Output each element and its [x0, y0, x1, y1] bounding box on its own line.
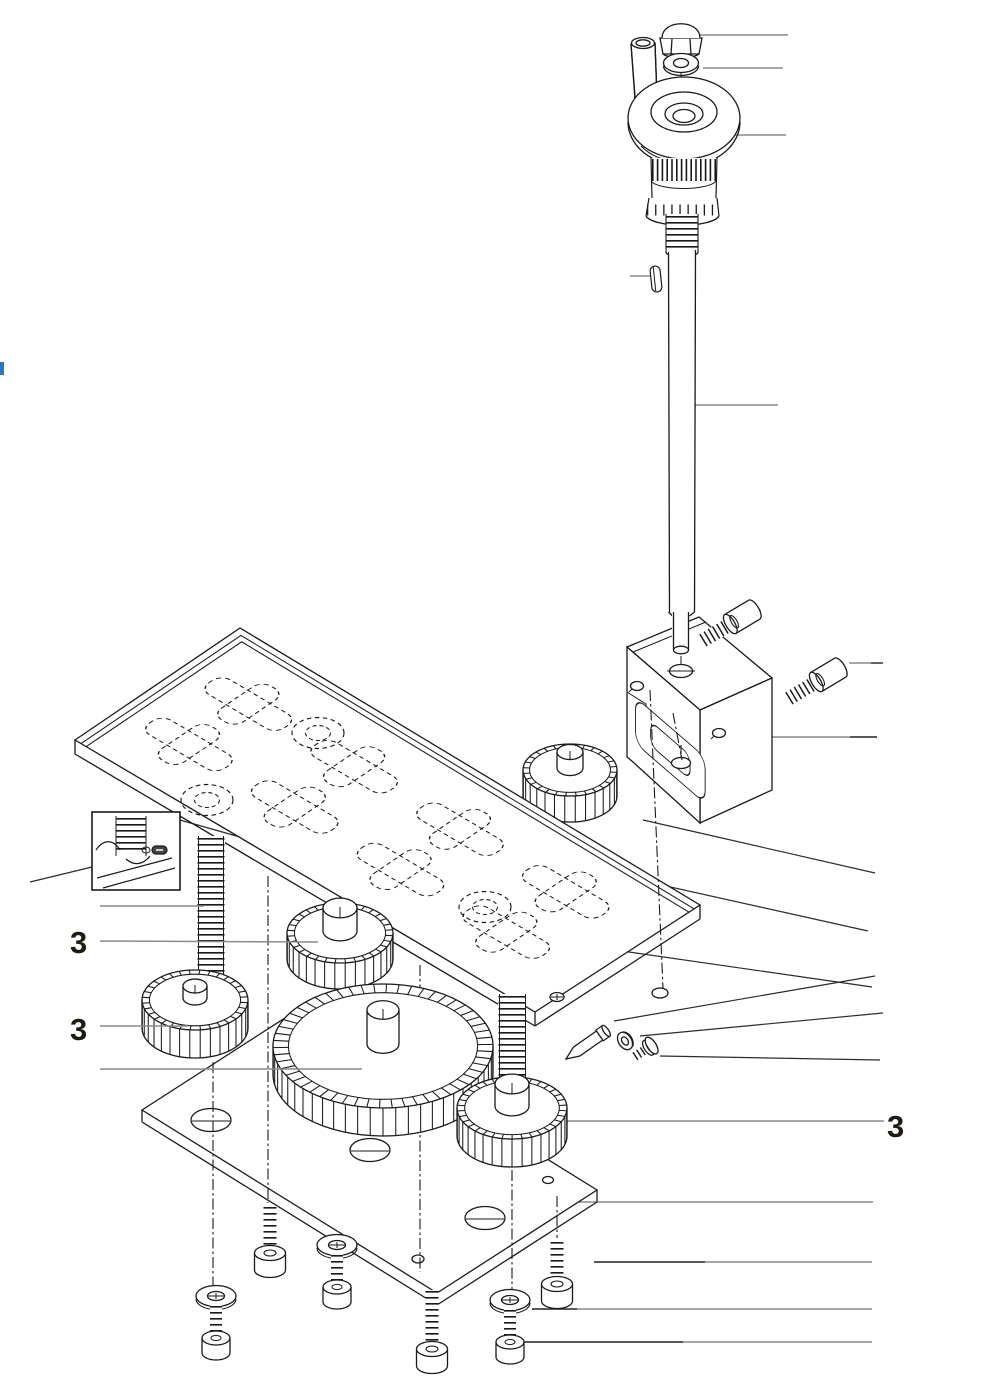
cap-screw-upper	[698, 599, 762, 648]
knurled-ring	[649, 157, 718, 199]
small-screw	[631, 1036, 659, 1061]
t-slot	[521, 865, 610, 919]
washer-screw-mid-left	[316, 1233, 358, 1310]
leader-lines-over	[99, 905, 362, 1070]
detail-inset	[91, 811, 181, 891]
t-slot	[250, 780, 339, 834]
leadscrew-middle	[498, 994, 526, 1088]
socket-screw-stud	[415, 1290, 449, 1375]
socket-screw-left	[253, 1206, 287, 1279]
leader-lines	[29, 34, 884, 1343]
slide-groove	[635, 702, 706, 799]
leadscrew-left	[197, 836, 225, 986]
t-slot	[356, 842, 445, 897]
small-washer	[616, 1031, 634, 1051]
handwheel-assembly	[627, 23, 741, 289]
base-plate	[140, 1006, 599, 1306]
cap-nut	[659, 23, 703, 59]
drive-shaft	[667, 249, 697, 617]
feed-gear-b	[141, 969, 249, 1059]
centerlines	[212, 689, 683, 1294]
t-slot	[310, 740, 398, 794]
key-pin	[649, 265, 663, 293]
taper-pin	[564, 1024, 612, 1060]
callout-3-lower: 3	[70, 1012, 87, 1047]
t-slot	[145, 717, 233, 772]
washer-screw-left	[195, 1284, 237, 1361]
handwheel	[627, 76, 741, 167]
cross-slide-table	[73, 627, 702, 1027]
feed-gear-a	[286, 897, 394, 990]
bull-gear	[272, 983, 494, 1137]
edge-artifact	[0, 362, 4, 375]
callout-3-right: 3	[887, 1109, 904, 1144]
pinion-gear-block	[522, 743, 618, 823]
t-slot-pattern	[145, 677, 610, 959]
cap-screw-lower	[784, 657, 848, 706]
washer	[662, 52, 700, 108]
callout-3-upper: 3	[70, 925, 87, 960]
washer-screw-mid-right	[489, 1288, 531, 1365]
socket-screw-right	[540, 1241, 574, 1310]
t-slot	[462, 905, 551, 959]
t-slot	[204, 677, 293, 731]
bearing-block	[625, 616, 774, 825]
t-slot	[416, 802, 504, 856]
diagram-artwork	[0, 23, 884, 1375]
shaft-end-pin	[672, 612, 690, 664]
feed-gear-c	[456, 1073, 568, 1168]
callout-labels: 3 3 3	[70, 925, 904, 1144]
